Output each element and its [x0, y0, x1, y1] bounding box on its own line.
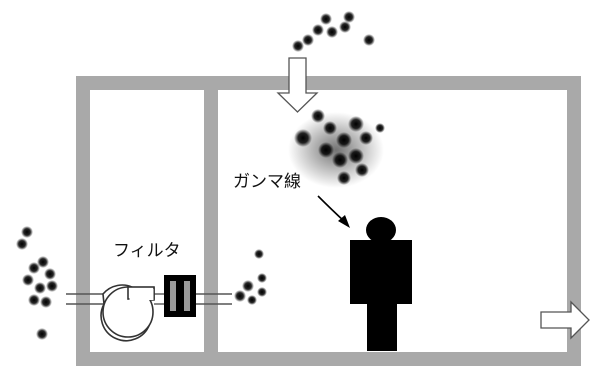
particle-icon — [355, 163, 369, 177]
particle-icon — [363, 34, 375, 46]
particle-icon — [292, 40, 304, 52]
particle-icon — [257, 273, 267, 283]
person-icon — [350, 217, 412, 351]
particle-icon — [337, 171, 351, 185]
particle-icon — [320, 13, 332, 25]
outlet-arrow-icon — [540, 300, 590, 340]
particle-icon — [326, 26, 338, 38]
filter-icon — [164, 275, 196, 317]
particle-icon — [339, 21, 351, 33]
particles-top — [292, 11, 375, 52]
particle-icon — [257, 287, 267, 297]
particle-icon — [40, 296, 52, 308]
particle-icon — [336, 132, 352, 148]
particle-icon — [348, 148, 364, 164]
wall-partition — [204, 76, 218, 366]
particle-icon — [37, 256, 49, 268]
wall-floor — [76, 352, 581, 366]
particle-icon — [36, 328, 48, 340]
gamma-pointer-head — [338, 215, 350, 228]
fan-icon — [100, 284, 155, 342]
wall-right — [567, 76, 581, 366]
particle-icon — [311, 109, 325, 123]
particle-icon — [234, 290, 246, 302]
wall-top — [76, 76, 581, 90]
particle-icon — [348, 116, 364, 132]
particle-icon — [44, 268, 56, 280]
particle-icon — [312, 24, 324, 36]
wall-left — [76, 76, 90, 366]
particle-icon — [46, 280, 58, 292]
particle-icon — [28, 262, 40, 274]
particles-outside-left — [16, 226, 58, 340]
particle-icon — [254, 249, 264, 259]
particle-icon — [302, 34, 314, 46]
gamma-ray-label: ガンマ線 — [233, 172, 301, 192]
particle-icon — [375, 123, 385, 133]
inlet-arrow-icon — [276, 57, 319, 113]
gamma-pointer-arrow — [317, 195, 346, 223]
particle-icon — [242, 280, 254, 292]
particle-icon — [16, 238, 28, 250]
particles-duct — [234, 249, 267, 305]
particle-icon — [318, 142, 334, 158]
particle-icon — [247, 295, 257, 305]
particle-icon — [22, 274, 34, 286]
particle-icon — [343, 11, 355, 23]
duct — [66, 293, 232, 305]
particles-room — [288, 109, 385, 188]
particle-icon — [323, 121, 337, 135]
particle-icon — [359, 131, 373, 145]
particle-icon — [34, 282, 46, 294]
particle-icon — [294, 129, 312, 147]
particle-icon — [28, 294, 40, 306]
particle-icon — [21, 226, 33, 238]
particle-icon — [332, 152, 348, 168]
filter-label: フィルタ — [113, 241, 181, 261]
